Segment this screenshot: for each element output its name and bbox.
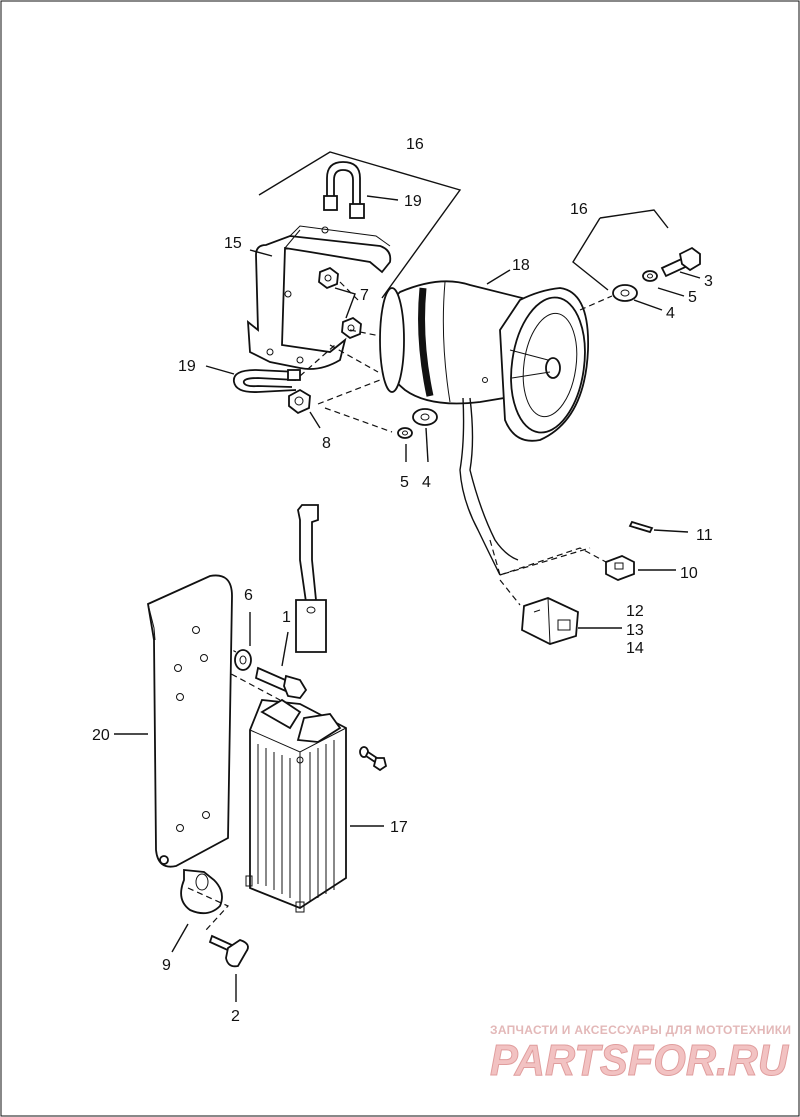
hex-bolt — [254, 666, 308, 699]
flat-washer — [612, 284, 638, 302]
flat-washer — [234, 649, 252, 671]
hex-nut — [318, 266, 339, 290]
ground-cable — [295, 504, 327, 653]
connector-housing-small — [605, 555, 635, 581]
callout-labels: 16 19 15 7 19 8 5 4 18 16 3 5 4 11 10 12… — [92, 136, 713, 1025]
wing-screw — [208, 934, 249, 968]
u-bolt-lower — [233, 369, 301, 393]
callout-16-top: 16 — [406, 136, 424, 153]
horn-bracket — [246, 225, 392, 370]
u-bolt-upper — [323, 161, 365, 219]
callout-7: 7 — [360, 287, 369, 304]
horn-speaker — [379, 280, 589, 442]
callout-12: 12 — [626, 603, 644, 620]
callout-18: 18 — [512, 257, 530, 274]
watermark-logo: PARTSFOR.RU — [490, 1036, 789, 1085]
callout-19-lower: 19 — [178, 358, 196, 375]
watermark-caption: ЗАПЧАСТИ И АКСЕССУАРЫ ДЛЯ МОТОТЕХНИКИ — [490, 1023, 791, 1037]
callout-17: 17 — [390, 819, 408, 836]
hex-bolt — [660, 246, 701, 278]
lock-washer — [642, 270, 658, 282]
connector-housing-large — [521, 597, 579, 645]
flat-washer — [412, 408, 438, 426]
callout-2: 2 — [231, 1008, 240, 1025]
p-clamp — [180, 869, 223, 915]
callout-15: 15 — [224, 235, 242, 252]
terminal-pin — [628, 520, 654, 534]
callout-8: 8 — [322, 435, 331, 452]
callout-1: 1 — [282, 609, 291, 626]
callout-6: 6 — [244, 587, 253, 604]
callout-9: 9 — [162, 957, 171, 974]
callout-13: 13 — [626, 622, 644, 639]
siren-module — [245, 698, 347, 913]
callout-4-right: 4 — [666, 305, 675, 322]
watermark: ЗАПЧАСТИ И АКСЕССУАРЫ ДЛЯ МОТОТЕХНИКИ PA… — [490, 1023, 792, 1086]
callout-10: 10 — [680, 565, 698, 582]
leader-lines — [114, 151, 701, 1002]
small-screw — [359, 746, 388, 772]
callout-5-right: 5 — [688, 289, 697, 306]
flange-nut — [288, 388, 311, 415]
callout-20: 20 — [92, 727, 110, 744]
callout-19-top: 19 — [404, 193, 422, 210]
callout-4-middle: 4 — [422, 474, 431, 491]
lock-washer — [397, 427, 413, 439]
callout-16-right: 16 — [570, 201, 588, 218]
callout-3: 3 — [704, 273, 713, 290]
callout-11: 11 — [696, 527, 713, 544]
mounting-plate — [146, 574, 233, 868]
callout-14: 14 — [626, 640, 644, 657]
hex-nut — [341, 316, 362, 340]
callout-5-middle: 5 — [400, 474, 409, 491]
